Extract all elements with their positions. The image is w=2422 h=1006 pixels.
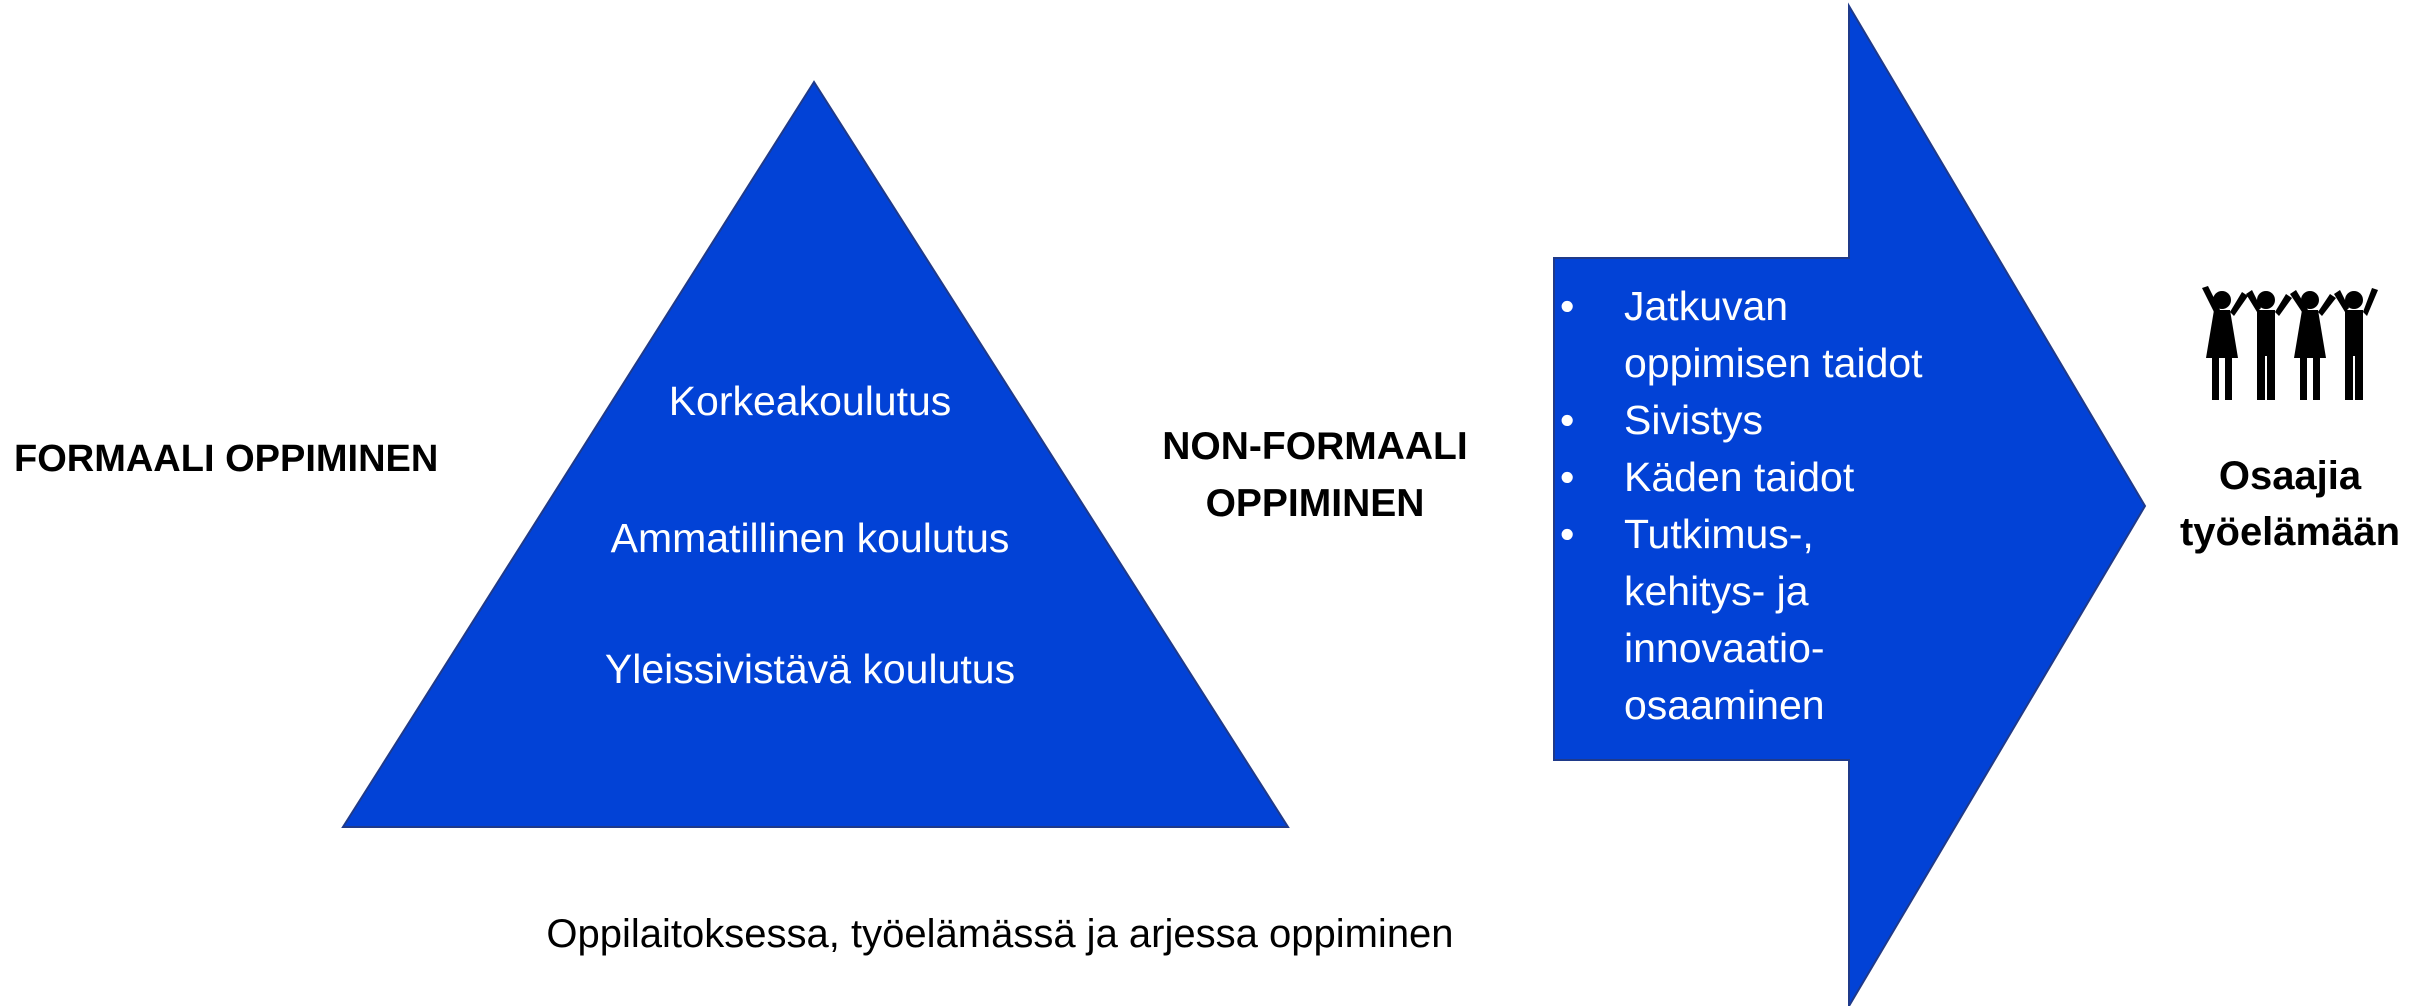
bullet-icon: • [1560,283,1575,329]
bullet-icon: • [1560,511,1575,557]
list-item-label: Käden taidot [1624,454,1855,500]
result-label: Osaajia työelämään [2179,454,2401,554]
formal-education-triangle [341,80,1290,828]
list-item: • Sivistys [1560,392,1944,449]
nonformal-learning-arrow [1553,2,2147,1006]
people-group-icon [2202,286,2378,400]
nonformal-learning-label: NON-FORMAALI OPPIMINEN [1162,425,1468,525]
triangle-level-general-education: Yleissivistävä koulutus [604,646,1016,692]
triangle-level-higher-education: Korkeakoulutus [668,378,952,424]
list-item-label: Sivistys [1624,397,1763,443]
list-item: • Tutkimus-, kehitys- ja innovaatio-osaa… [1560,506,1944,734]
bottom-caption: Oppilaitoksessa, työelämässä ja arjessa … [546,912,1454,956]
list-item: • Käden taidot [1560,449,1944,506]
bullet-icon: • [1560,454,1575,500]
list-item-label: Tutkimus-, kehitys- ja innovaatio-osaami… [1624,511,1825,728]
triangle-level-vocational-education: Ammatillinen koulutus [610,515,1010,561]
bullet-icon: • [1560,397,1575,443]
arrow-skill-list: • Jatkuvan oppimisen taidot • Sivistys •… [1560,278,1944,734]
list-item-label: Jatkuvan oppimisen taidot [1624,283,1923,386]
formal-learning-label: FORMAALI OPPIMINEN [14,438,439,480]
list-item: • Jatkuvan oppimisen taidot [1560,278,1944,392]
